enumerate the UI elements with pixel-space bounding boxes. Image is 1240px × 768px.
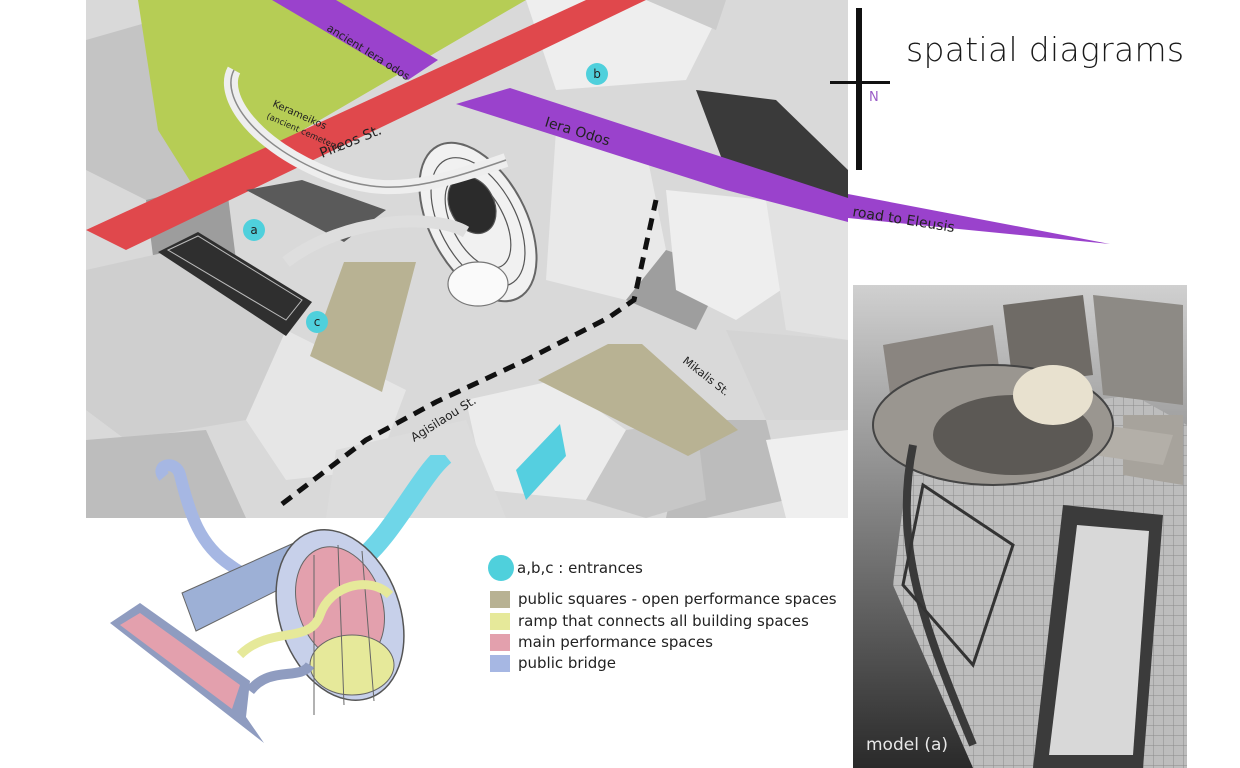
- legend-main: main performance spaces: [490, 632, 713, 652]
- north-label: N: [869, 90, 879, 105]
- page-title: spatial diagrams: [906, 30, 1185, 69]
- entrance-b-marker: [586, 63, 608, 85]
- axonometric-diagram: [110, 455, 452, 743]
- legend-squares-text: public squares - open performance spaces: [518, 590, 837, 608]
- model-grid-pier: [901, 482, 1015, 668]
- legend-entrances-text: a,b,c : entrances: [517, 559, 643, 577]
- keramikos-area: [138, 0, 526, 200]
- iera-odos-band: [456, 88, 848, 222]
- north-arrow-icon: [830, 8, 890, 170]
- entrance-b-label: b: [593, 67, 601, 81]
- legend-squares: public squares - open performance spaces: [490, 589, 837, 609]
- legend-ramp-text: ramp that connects all building spaces: [518, 612, 809, 630]
- public-square-west: [310, 262, 416, 392]
- legend-main-swatch: [490, 633, 510, 651]
- entrance-a-marker: [243, 219, 265, 241]
- legend-entrances: a,b,c : entrances: [488, 555, 643, 581]
- legend-main-text: main performance spaces: [518, 633, 713, 651]
- agisilaou-dashed-path: [280, 199, 659, 506]
- axo-main-volume: [275, 529, 405, 715]
- model-ramp: [902, 444, 977, 747]
- pireos-street-band: [86, 0, 646, 250]
- legend-squares-swatch: [490, 590, 510, 608]
- legend-ramp: ramp that connects all building spaces: [490, 611, 809, 631]
- legend-entrance-swatch: [488, 555, 514, 581]
- bridge-cyan-segment: [516, 424, 566, 500]
- road-to-eleusis: road to Eleusis: [848, 194, 1110, 244]
- oval-cage-structure: [418, 141, 538, 307]
- axo-ramp: [236, 580, 394, 659]
- legend-ramp-swatch: [490, 612, 510, 630]
- legend-bridge-swatch: [490, 654, 510, 672]
- model-photo: [853, 285, 1187, 768]
- public-square-east: [538, 344, 738, 456]
- ramp-loop: [282, 215, 470, 267]
- model-caption: model (a): [866, 735, 949, 755]
- site-map: a b c ancient Iera odos Kerameikos (anci…: [86, 0, 848, 518]
- legend-bridge: public bridge: [490, 653, 616, 673]
- entrance-a-label: a: [250, 223, 257, 237]
- ancient-iera-odos-band: [272, 0, 438, 80]
- legend-bridge-text: public bridge: [518, 654, 617, 672]
- entrance-c-marker: [306, 311, 328, 333]
- entrance-c-label: c: [314, 315, 321, 329]
